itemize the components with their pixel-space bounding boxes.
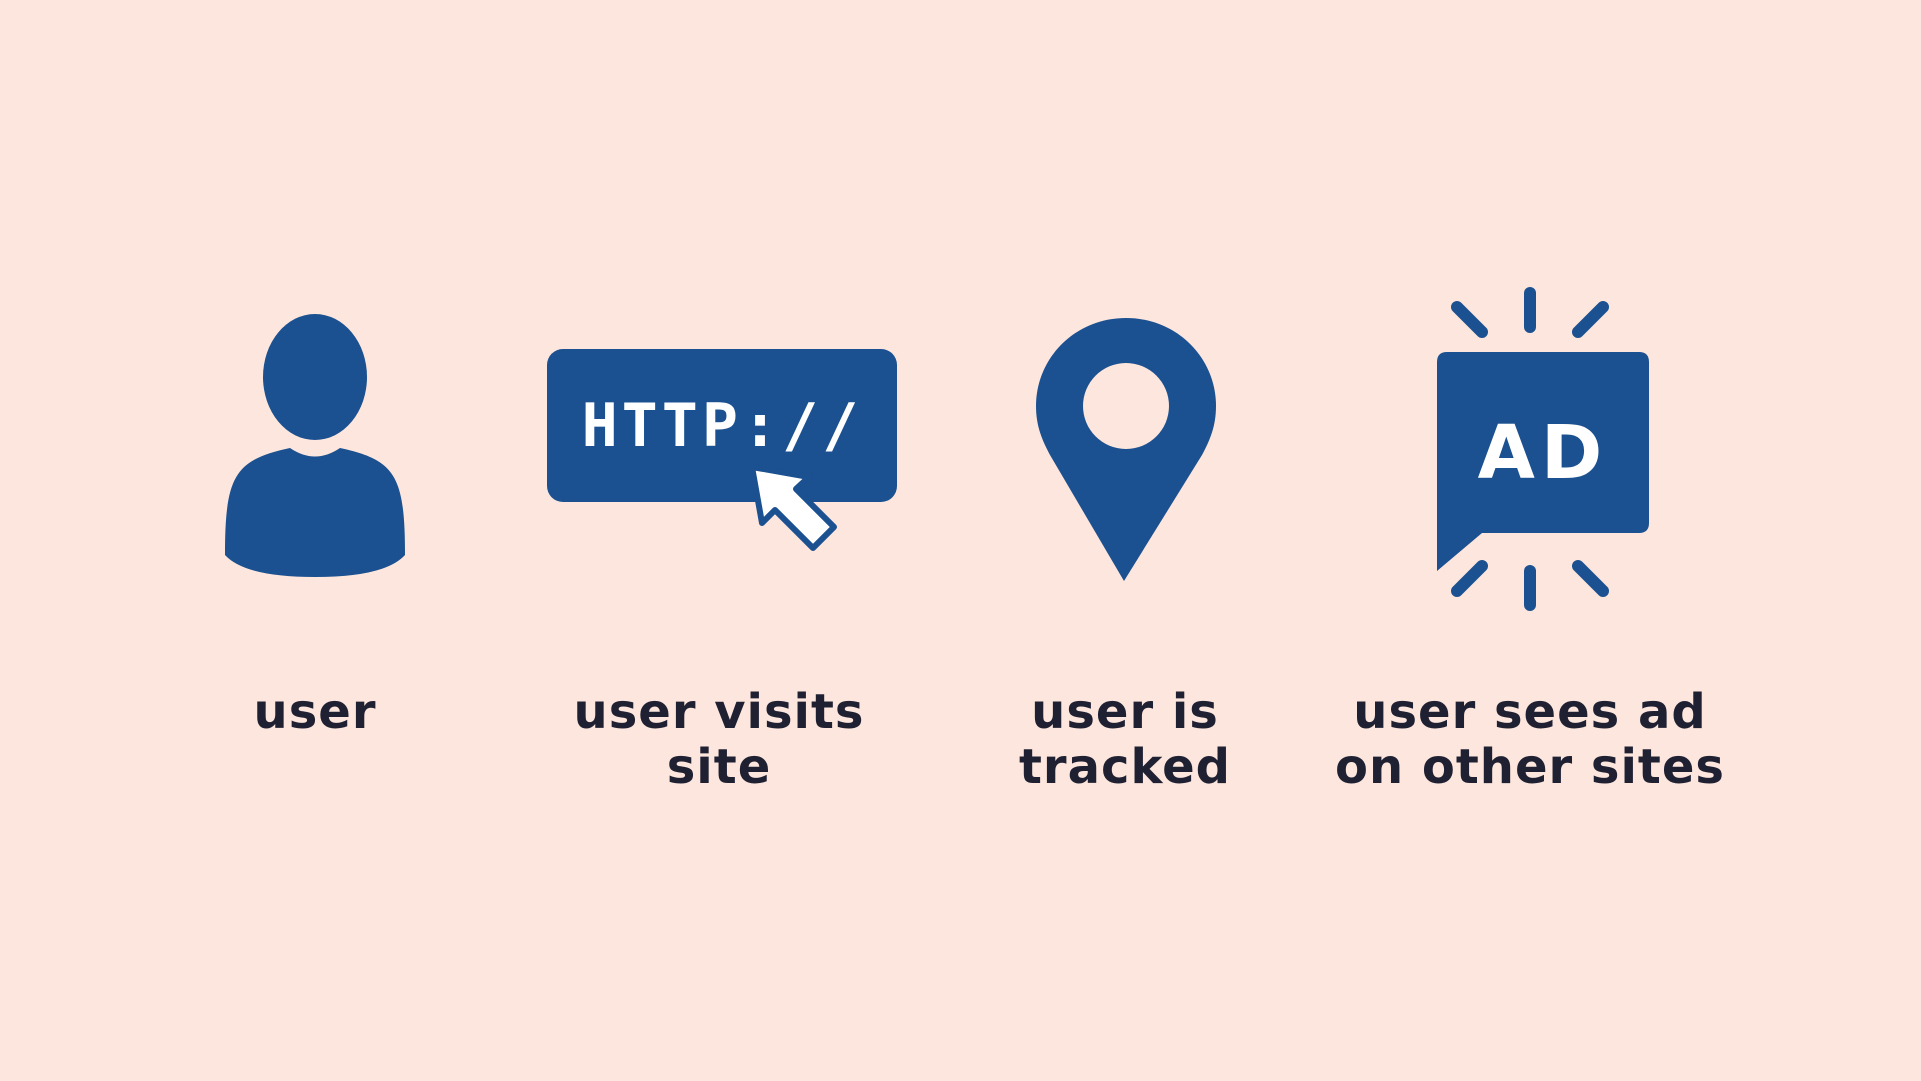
url-text: HTTP:// [582,391,863,461]
step-label-line: on other sites [1335,739,1725,795]
location-pin-icon [1036,318,1216,581]
step-label-line: user [253,684,377,740]
step-label-line: site [666,739,772,795]
step-label-line: tracked [1018,739,1231,795]
step-label-line: user visits [573,684,865,740]
browser-url-cursor-icon: HTTP:// [547,349,897,551]
ad-speech-bubble-icon: AD [1437,287,1649,611]
step-label-sees-ad: user sees ad on other sites [1280,685,1780,795]
step-label-tracked: user is tracked [875,685,1375,795]
cursor-icon [749,464,837,551]
step-label-user: user [65,685,565,740]
ad-text: AD [1478,410,1609,496]
step-label-visit-site: user visits site [469,685,969,795]
step-label-line: user is [1031,684,1219,740]
step-label-line: user sees ad [1353,684,1707,740]
user-icon [225,314,405,577]
